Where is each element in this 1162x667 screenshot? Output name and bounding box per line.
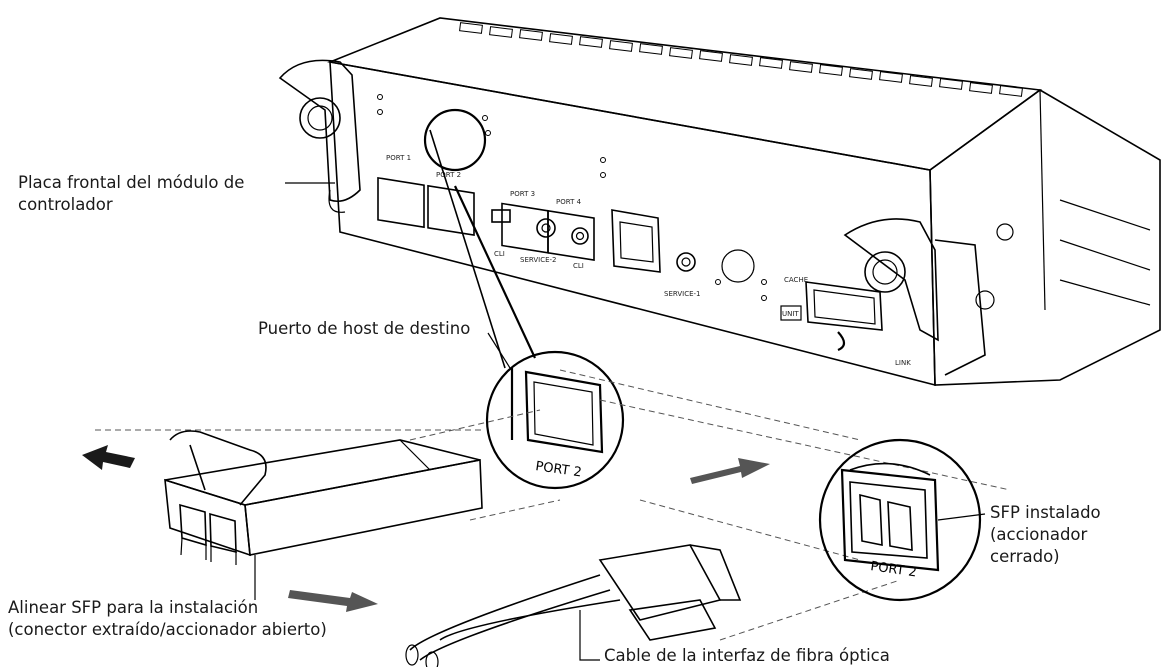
controller-module: PORT 1 PORT 2 PORT 3 PORT 4 CLI SERVICE-… bbox=[278, 17, 1161, 387]
target-port-zoom: PORT 2 bbox=[423, 108, 625, 490]
right-thumbscrew bbox=[843, 218, 1014, 376]
sfp-installed-callout-line3: cerrado) bbox=[990, 547, 1060, 566]
ethernet-port bbox=[611, 209, 661, 273]
port-1 bbox=[377, 176, 425, 229]
port-3 bbox=[501, 202, 549, 254]
port-4 bbox=[547, 209, 595, 262]
installed-sfp-zoom: PORT 2 bbox=[818, 438, 982, 602]
sfp-installed-callout-line1: SFP instalado bbox=[990, 503, 1101, 522]
sfp-installed-callout-line2: (accionador bbox=[990, 525, 1088, 544]
installed-zoom-circle bbox=[818, 438, 982, 602]
port-3-label: PORT 3 bbox=[510, 190, 535, 198]
leader-lines bbox=[254, 182, 986, 661]
link-label: LINK bbox=[895, 359, 911, 367]
zoom-port-label: PORT 2 bbox=[534, 459, 582, 480]
round-indicator bbox=[721, 249, 755, 283]
faceplate-callout-line1: Placa frontal del módulo de bbox=[18, 173, 245, 192]
unit-box bbox=[780, 305, 802, 321]
cli-serial-port bbox=[571, 227, 589, 245]
sfp-module bbox=[164, 430, 483, 565]
port-2-label: PORT 2 bbox=[436, 171, 461, 179]
fiber-optic-cable bbox=[405, 544, 742, 667]
leader-sfp-installed bbox=[937, 513, 986, 521]
unit-label: UNIT bbox=[782, 310, 799, 318]
sfp-installed-callout: SFP instalado (accionador cerrado) bbox=[990, 502, 1101, 568]
cli-right-label: CLI bbox=[573, 262, 584, 270]
leader-cable bbox=[579, 610, 600, 661]
insert-direction-arrow bbox=[690, 458, 770, 484]
status-leds bbox=[377, 94, 767, 301]
cli-left-label: CLI bbox=[494, 250, 505, 258]
top-vent-slots bbox=[459, 22, 1023, 97]
faceplate-callout: Placa frontal del módulo de controlador bbox=[18, 172, 244, 216]
align-sfp-callout: Alinear SFP para la instalación (conecto… bbox=[8, 597, 327, 641]
cable-callout: Cable de la interfaz de fibra óptica bbox=[604, 646, 890, 665]
cache-label: CACHE bbox=[784, 276, 808, 284]
service-1-label: SERVICE-1 bbox=[664, 290, 701, 298]
pull-out-arrow bbox=[82, 445, 135, 470]
align-sfp-callout-line1: Alinear SFP para la instalación bbox=[8, 598, 259, 617]
insert-sfp-arrow bbox=[288, 590, 378, 612]
port-2 bbox=[427, 184, 475, 237]
expansion-port bbox=[805, 281, 883, 331]
alignment-lines bbox=[95, 369, 1011, 641]
port-2-highlight-circle bbox=[423, 108, 487, 172]
zoom-circle bbox=[485, 350, 625, 490]
service-2-port bbox=[536, 218, 556, 238]
leader-target-port bbox=[487, 332, 511, 369]
direction-arrows bbox=[82, 445, 770, 612]
align-sfp-callout-line2: (conector extraído/accionador abierto) bbox=[8, 620, 327, 639]
installed-port-label: PORT 2 bbox=[869, 559, 917, 580]
usb-cli-port bbox=[491, 209, 511, 223]
faceplate-callout-line2: controlador bbox=[18, 195, 113, 214]
service-1-port bbox=[676, 252, 696, 272]
target-port-callout: Puerto de host de destino bbox=[258, 319, 471, 338]
left-thumbscrew bbox=[278, 59, 361, 213]
service-2-label: SERVICE-2 bbox=[520, 256, 557, 264]
port-4-label: PORT 4 bbox=[556, 198, 582, 206]
port-1-label: PORT 1 bbox=[386, 154, 411, 162]
